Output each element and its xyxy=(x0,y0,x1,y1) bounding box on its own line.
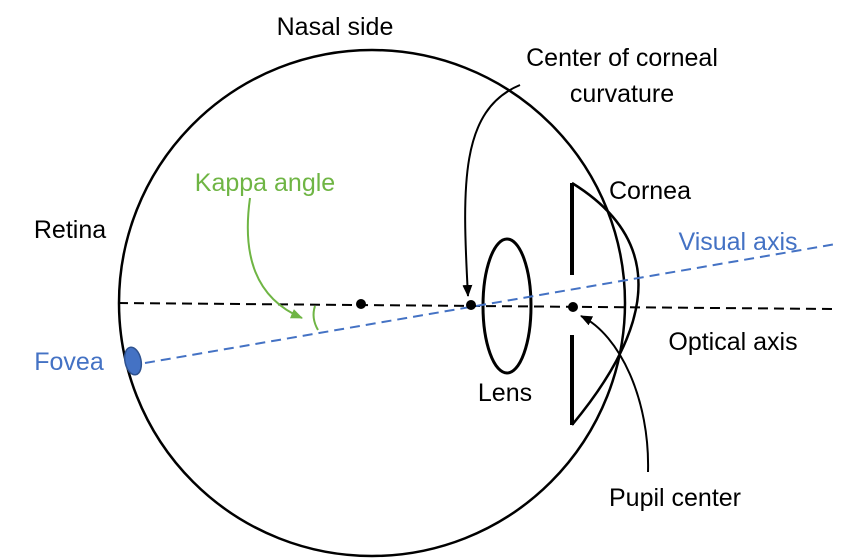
retina-label: Retina xyxy=(34,216,106,244)
center-corneal-label-line1: Center of corneal xyxy=(526,44,718,72)
pupil-center-dot xyxy=(568,302,578,312)
fovea-label: Fovea xyxy=(34,348,104,376)
visual-axis-label: Visual axis xyxy=(678,228,797,256)
optical-axis-label: Optical axis xyxy=(668,328,797,356)
visual-axis-line xyxy=(144,243,837,364)
fovea-spot xyxy=(123,346,143,376)
kappa-angle-label: Kappa angle xyxy=(195,169,335,197)
pupil-center-label: Pupil center xyxy=(609,484,741,512)
center-corneal-label-line2: curvature xyxy=(570,80,674,108)
cornea-outline xyxy=(571,181,640,426)
kappa-angle-arc xyxy=(312,305,319,331)
pupil-center-arrow xyxy=(580,315,650,473)
kappa-arrow xyxy=(246,197,303,319)
corneal-curvature-arrow xyxy=(462,84,521,297)
lens-label: Lens xyxy=(478,379,532,407)
eyeball-outline xyxy=(117,48,627,558)
cornea-label: Cornea xyxy=(609,177,691,205)
nodal-point-dot xyxy=(356,299,366,309)
nasal-side-label: Nasal side xyxy=(277,13,394,41)
lens-outline xyxy=(481,237,533,375)
corneal-curvature-center-dot xyxy=(466,300,476,310)
